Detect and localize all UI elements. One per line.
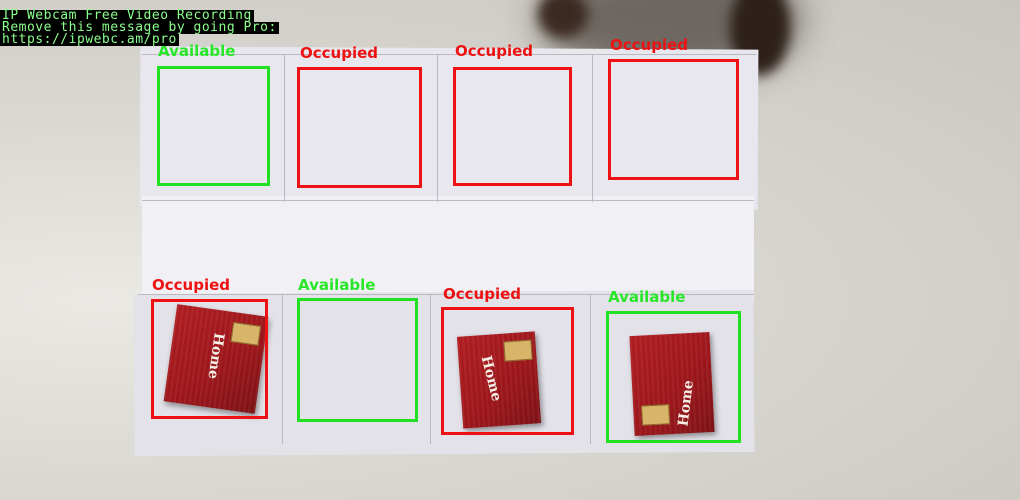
slot-4-status-label: Occupied xyxy=(610,36,689,54)
slot-7-status-label: Occupied xyxy=(443,285,522,303)
slot-3-status-label: Occupied xyxy=(455,42,534,60)
slot-5-box xyxy=(151,299,268,419)
watermark-line-2: Remove this message by going Pro: xyxy=(0,20,279,35)
slot-1-status-label: Available xyxy=(158,42,236,60)
slot-1-box xyxy=(157,66,270,186)
slot-6-status-label: Available xyxy=(298,276,376,294)
grid-line xyxy=(590,294,591,444)
slot-6-box xyxy=(297,298,418,422)
grid-line xyxy=(142,54,756,55)
grid-line xyxy=(138,294,754,295)
grid-line xyxy=(437,54,438,202)
slot-8-box xyxy=(606,311,741,443)
slot-2-status-label: Occupied xyxy=(300,44,379,62)
grid-line xyxy=(592,54,593,202)
paper-sheet-middle xyxy=(142,196,754,302)
grid-line xyxy=(142,200,754,201)
finger xyxy=(538,0,588,38)
slot-2-box xyxy=(297,67,422,188)
slot-8-status-label: Available xyxy=(608,288,686,306)
watermark-line-1: IP Webcam Free Video Recording xyxy=(0,8,254,23)
grid-line xyxy=(430,294,431,444)
slot-7-box xyxy=(441,307,574,435)
slot-5-status-label: Occupied xyxy=(152,276,231,294)
watermark-line-3: https://ipwebc.am/pro xyxy=(0,32,179,47)
slot-4-box xyxy=(608,59,739,180)
slot-3-box xyxy=(453,67,572,186)
grid-line xyxy=(284,54,285,202)
grid-line xyxy=(282,294,283,444)
